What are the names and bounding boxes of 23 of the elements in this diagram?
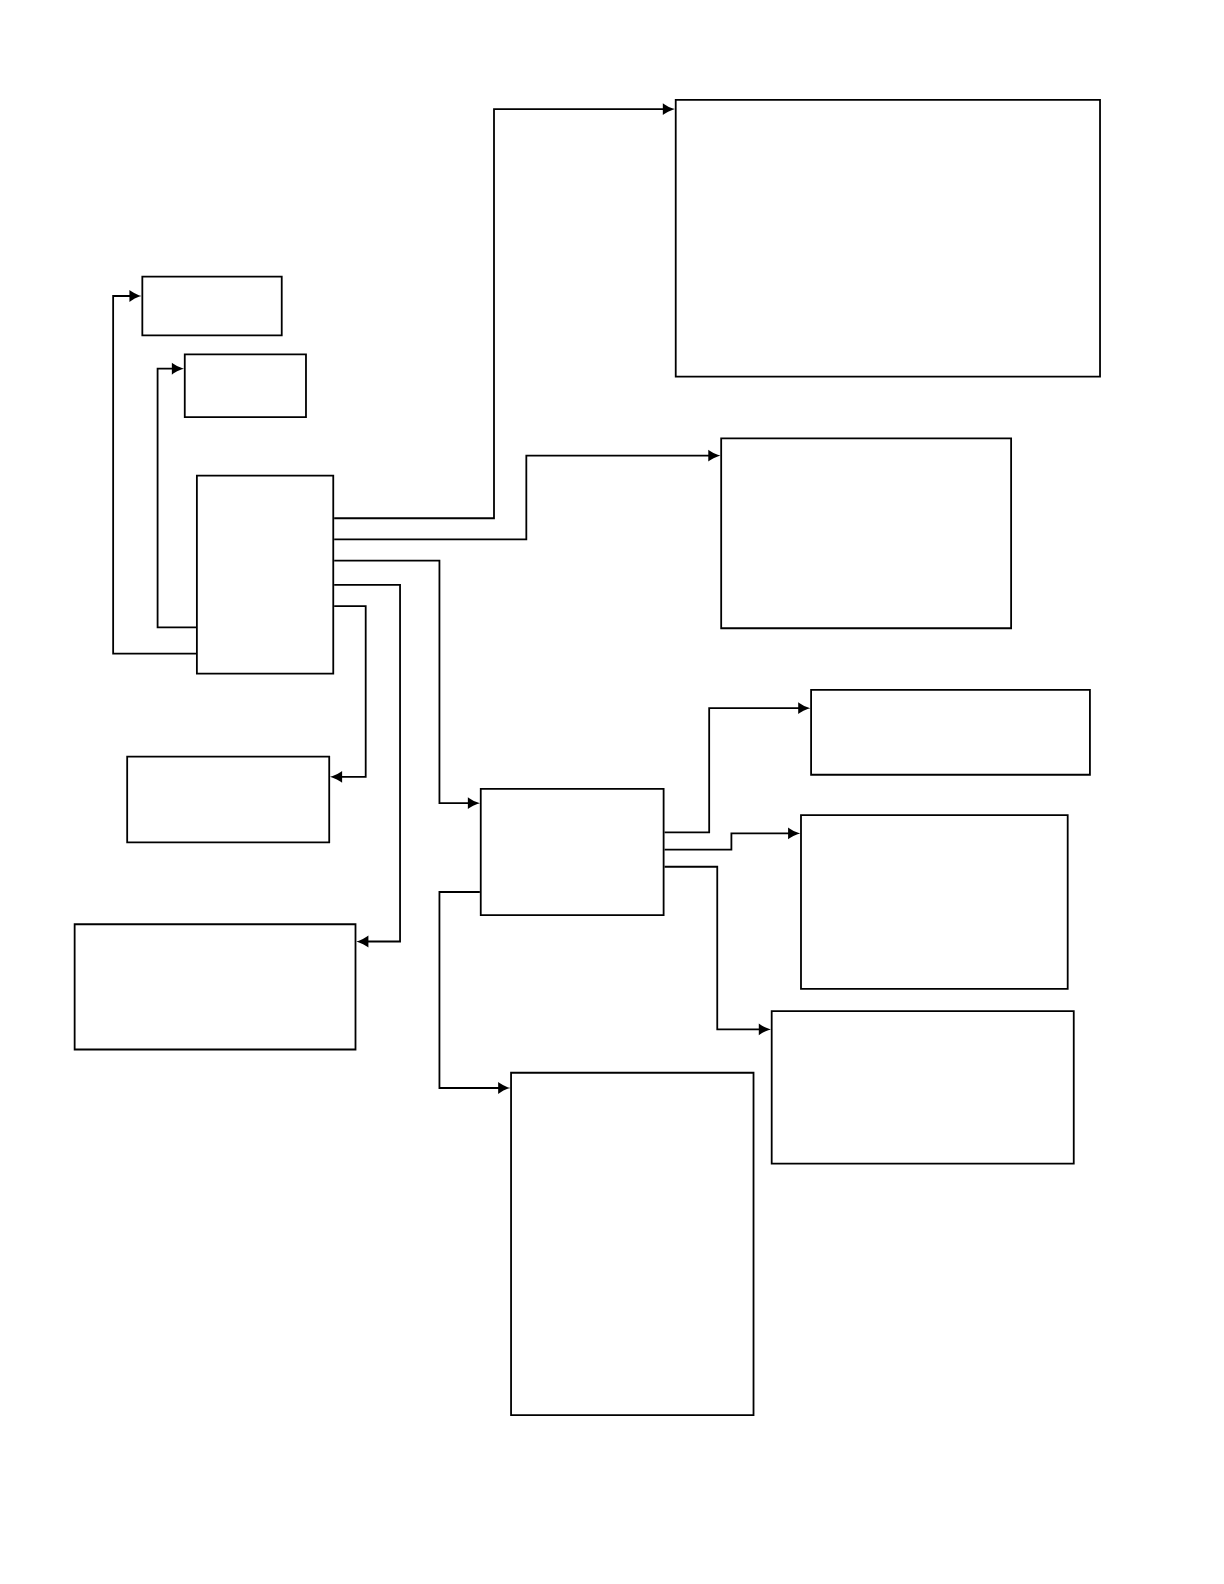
process-box <box>674 99 1101 378</box>
process-box <box>509 1071 755 1417</box>
arrow <box>333 559 478 809</box>
arrow <box>438 891 508 1094</box>
process-box <box>770 1010 1075 1165</box>
arrow <box>112 290 197 655</box>
process-box <box>720 437 1012 630</box>
arrow <box>663 828 798 851</box>
process-box <box>73 923 357 1051</box>
process-box <box>479 787 665 917</box>
arrow <box>663 703 809 834</box>
process-box <box>141 275 283 337</box>
arrow <box>663 865 769 1035</box>
arrow <box>333 450 719 541</box>
arrow <box>331 605 367 782</box>
process-box <box>183 353 307 418</box>
process-box <box>195 474 334 675</box>
arrow <box>333 584 401 947</box>
arrow <box>333 104 673 520</box>
process-box <box>810 688 1091 776</box>
arrow <box>156 363 197 629</box>
process-box <box>126 755 330 844</box>
process-box <box>799 814 1069 990</box>
